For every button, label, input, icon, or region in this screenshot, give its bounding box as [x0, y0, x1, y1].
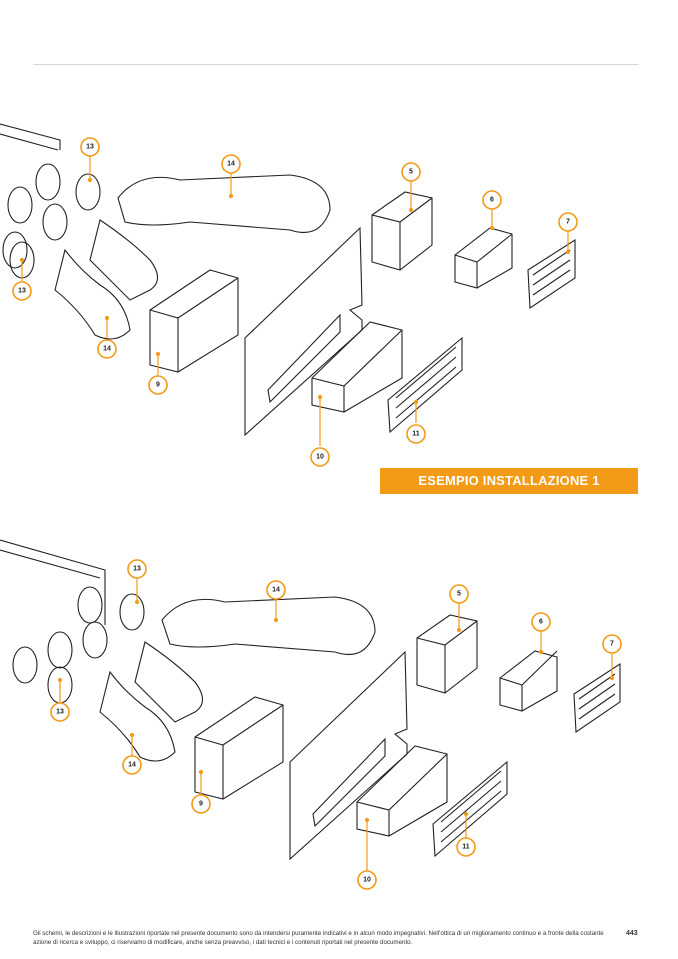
callout-13-bottom-label: 13 [56, 709, 64, 716]
callout-10 [357, 870, 377, 890]
callout-13-top [127, 559, 147, 579]
callout-14-bottom-label: 14 [128, 762, 136, 769]
callout-13-bottom [50, 702, 70, 722]
callout-14-bottom-label: 14 [103, 346, 111, 353]
callout-9-label: 9 [156, 382, 160, 389]
exploded-installation-diagram-2: 13 14 5 6 7 13 14 9 10 11 [0, 539, 622, 890]
callout-14-top [266, 580, 286, 600]
callout-7 [602, 634, 622, 654]
callout-9 [191, 794, 211, 814]
callout-14-bottom [122, 755, 142, 775]
installation-example-banner: ESEMPIO INSTALLAZIONE 1 [380, 468, 638, 494]
disclaimer-note: Gli schemi, le descrizioni e le illustra… [33, 930, 604, 946]
callout-11 [406, 424, 426, 444]
callout-13-bottom-label: 13 [18, 288, 26, 295]
callout-11-label: 11 [412, 431, 420, 438]
callout-7-label: 7 [566, 219, 570, 226]
callout-5 [401, 162, 421, 182]
callout-5-label: 5 [409, 169, 413, 176]
page-number: 443 [626, 930, 638, 937]
callout-14-top-label: 14 [227, 161, 235, 168]
callout-14-bottom [97, 339, 117, 359]
callout-13-top-label: 13 [133, 566, 141, 573]
callout-6-label: 6 [490, 197, 494, 204]
callout-6 [482, 190, 502, 210]
callout-9 [148, 375, 168, 395]
callout-7 [558, 212, 578, 232]
callout-13-top-label: 13 [86, 144, 94, 151]
callout-6 [531, 612, 551, 632]
callout-10 [310, 447, 330, 467]
callout-5 [449, 584, 469, 604]
callout-13-top [80, 137, 100, 157]
callout-14-top [221, 154, 241, 174]
callout-10-label: 10 [316, 454, 324, 461]
callout-10-label: 10 [363, 877, 371, 884]
exploded-installation-diagram-1: 13 14 5 6 7 13 14 9 10 11 [0, 123, 578, 467]
callout-6-label: 6 [539, 619, 543, 626]
callout-11 [456, 837, 476, 857]
callout-5-label: 5 [457, 591, 461, 598]
callout-13-bottom [12, 281, 32, 301]
callout-14-top-label: 14 [272, 587, 280, 594]
callout-9-label: 9 [199, 801, 203, 808]
callout-7-label: 7 [610, 641, 614, 648]
callout-11-label: 11 [462, 844, 470, 851]
top-divider [33, 64, 639, 65]
